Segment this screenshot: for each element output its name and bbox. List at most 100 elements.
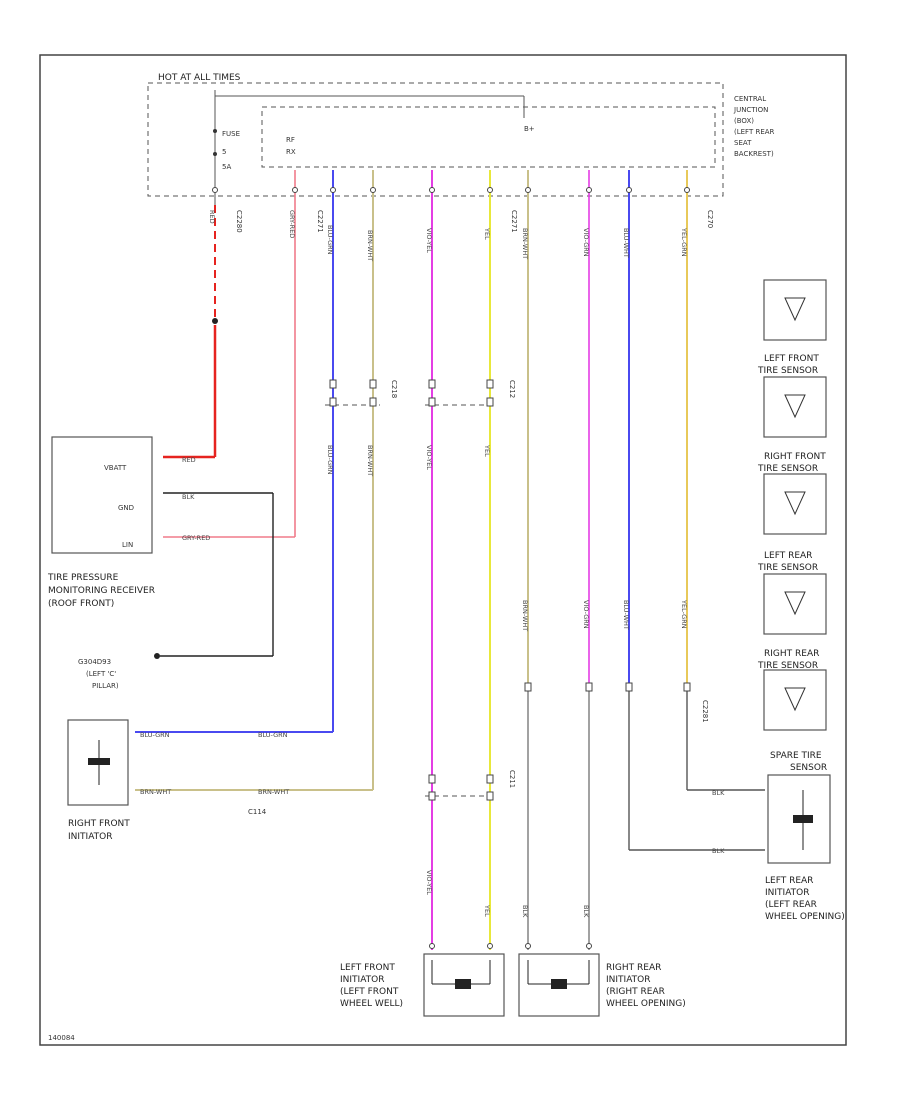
receiver-name-line2: MONITORING RECEIVER: [48, 586, 155, 596]
rr-name-line2: INITIATOR: [606, 975, 651, 985]
inline-pins-lower: [428, 682, 691, 801]
wire-label-vio-grn-low: VIO-GRN: [582, 600, 590, 629]
footer-id: 140084: [48, 1034, 75, 1042]
lr-wire2: BLK: [712, 847, 725, 855]
sensor-4-line1: RIGHT REAR: [764, 649, 819, 659]
receiver-pin-vbatt: VBATT: [104, 464, 127, 472]
lf-name-line2: INITIATOR: [340, 975, 385, 985]
wire-label-brn-wht-top: BRN-WHT: [366, 230, 374, 261]
tire-sensor-2: [763, 473, 827, 535]
hot-at-all-times-label: HOT AT ALL TIMES: [158, 73, 241, 83]
receiver-name-line3: (ROOF FRONT): [48, 599, 114, 609]
sensor-1-line2: TIRE SENSOR: [757, 366, 818, 376]
sensor-2-line1: RIGHT FRONT: [764, 452, 826, 462]
wire-label-blk-a: BLK: [521, 905, 529, 918]
central-junction-box: [147, 82, 724, 197]
diagram-frame: [39, 54, 847, 1046]
spare-line2: SENSOR: [790, 763, 827, 773]
tire-sensor-3: [763, 573, 827, 635]
receiver-pin-lin: LIN: [122, 541, 133, 549]
wire-label-brn-wht-low: BRN-WHT: [521, 600, 529, 631]
wire-label-yel-grn-low: YEL-GRN: [680, 599, 688, 629]
ground-loc-line2: PILLAR): [92, 682, 119, 690]
receiver-wire-gry-red: GRY-RED: [182, 534, 210, 542]
module-label-b: RX: [286, 148, 296, 156]
wire-label-blu-grn-mid: BLU-GRN: [326, 445, 334, 475]
lr-name-line3: (LEFT REAR: [765, 900, 817, 910]
lr-name-line4: WHEEL OPENING): [765, 912, 845, 922]
antenna-icon: [784, 687, 806, 712]
rf-wire1: BLU-GRN: [140, 731, 170, 739]
wire-label-brn-wht-top2: BRN-WHT: [521, 228, 529, 259]
right-front-initiator-coil-icon: [88, 758, 110, 765]
receiver-pin-gnd: GND: [118, 504, 134, 512]
rf-wire2: BRN-WHT: [140, 788, 171, 796]
connector-c2271-b: C2271: [510, 210, 518, 233]
wire-label-blu-wht-low: BLU-WHT: [622, 600, 630, 630]
junction-inner-module: [261, 106, 716, 168]
wire-label-gry-red-top: GRY-RED: [288, 210, 296, 238]
antenna-icon: [784, 394, 806, 419]
inline-pins-upper: [329, 379, 494, 407]
lf-name-line1: LEFT FRONT: [340, 963, 395, 973]
sensor-3-line2: TIRE SENSOR: [757, 563, 818, 573]
rr-name-line1: RIGHT REAR: [606, 963, 661, 973]
right-rear-initiator-coil-icon: [551, 979, 567, 989]
tire-sensor-1: [763, 376, 827, 438]
cjb-line3: (BOX): [734, 117, 754, 125]
wire-label-brn-wht-mid: BRN-WHT: [366, 445, 374, 476]
rf-wire2b: BRN-WHT: [258, 788, 289, 796]
lf-name-line4: WHEEL WELL): [340, 999, 403, 1009]
fuse-terminal-bottom: [213, 152, 217, 156]
fuse-terminal-top: [213, 129, 217, 133]
connector-c2271-a: C2271: [316, 210, 324, 233]
connector-c218: C218: [390, 380, 398, 398]
wire-label-vio-mid: VIO-YEL: [425, 445, 433, 470]
wire-label-vio-grn-top: VIO-GRN: [582, 228, 590, 257]
ground-point: [154, 653, 160, 659]
tire-sensor-0: [763, 279, 827, 341]
lr-name-line1: LEFT REAR: [765, 876, 813, 886]
wire-label-yel-mid: YEL: [483, 444, 491, 457]
wire-label-yel-top: YEL: [483, 227, 491, 240]
receiver-name-line1: TIRE PRESSURE: [47, 573, 119, 583]
wire-label-yel-grn-top: YEL-GRN: [680, 227, 688, 257]
left-front-initiator-coil-icon: [455, 979, 471, 989]
wire-label-red-top: RED: [208, 210, 216, 224]
splice-red: [212, 318, 218, 324]
connector-c2280: C2280: [235, 210, 243, 233]
rr-name-line3: (RIGHT REAR: [606, 987, 665, 997]
connector-c212: C212: [508, 380, 516, 398]
spare-line1: SPARE TIRE: [770, 751, 822, 761]
antenna-icon: [784, 491, 806, 516]
wire-label-blu-grn-top: BLU-GRN: [326, 225, 334, 255]
wire-label-blk-b: BLK: [582, 905, 590, 918]
fuse-number: 5: [222, 148, 226, 156]
receiver-wire-blk: BLK: [182, 493, 195, 501]
module-label-a: RF: [286, 136, 295, 144]
fuse-label: FUSE: [222, 130, 240, 138]
rf-connector: C114: [248, 808, 267, 816]
wire-label-blu-wht-top: BLU-WHT: [622, 228, 630, 258]
bottom-pins: [429, 943, 592, 949]
left-rear-initiator-coil-icon: [793, 815, 813, 823]
ground-id: G304D93: [78, 658, 111, 666]
sensor-4-line2: TIRE SENSOR: [757, 661, 818, 671]
wire-label-vio-top: VIO-YEL: [425, 228, 433, 253]
cjb-line4: (LEFT REAR: [734, 128, 775, 136]
connector-c2281: C2281: [701, 700, 709, 723]
cjb-line2: JUNCTION: [733, 106, 768, 114]
lr-wire1: BLK: [712, 789, 725, 797]
cjb-line6: BACKREST): [734, 150, 774, 158]
ground-loc-line1: (LEFT 'C': [86, 670, 116, 678]
cjb-title: CENTRAL: [734, 95, 766, 103]
sensor-3-line1: LEFT REAR: [764, 551, 812, 561]
antenna-icon: [784, 297, 806, 322]
antenna-icon: [784, 591, 806, 616]
tire-sensor-4: [763, 669, 827, 731]
rf-name-line1: RIGHT FRONT: [68, 819, 130, 829]
rr-name-line4: WHEEL OPENING): [606, 999, 686, 1009]
rf-wire1b: BLU-GRN: [258, 731, 288, 739]
b-plus-label: B+: [524, 125, 535, 133]
